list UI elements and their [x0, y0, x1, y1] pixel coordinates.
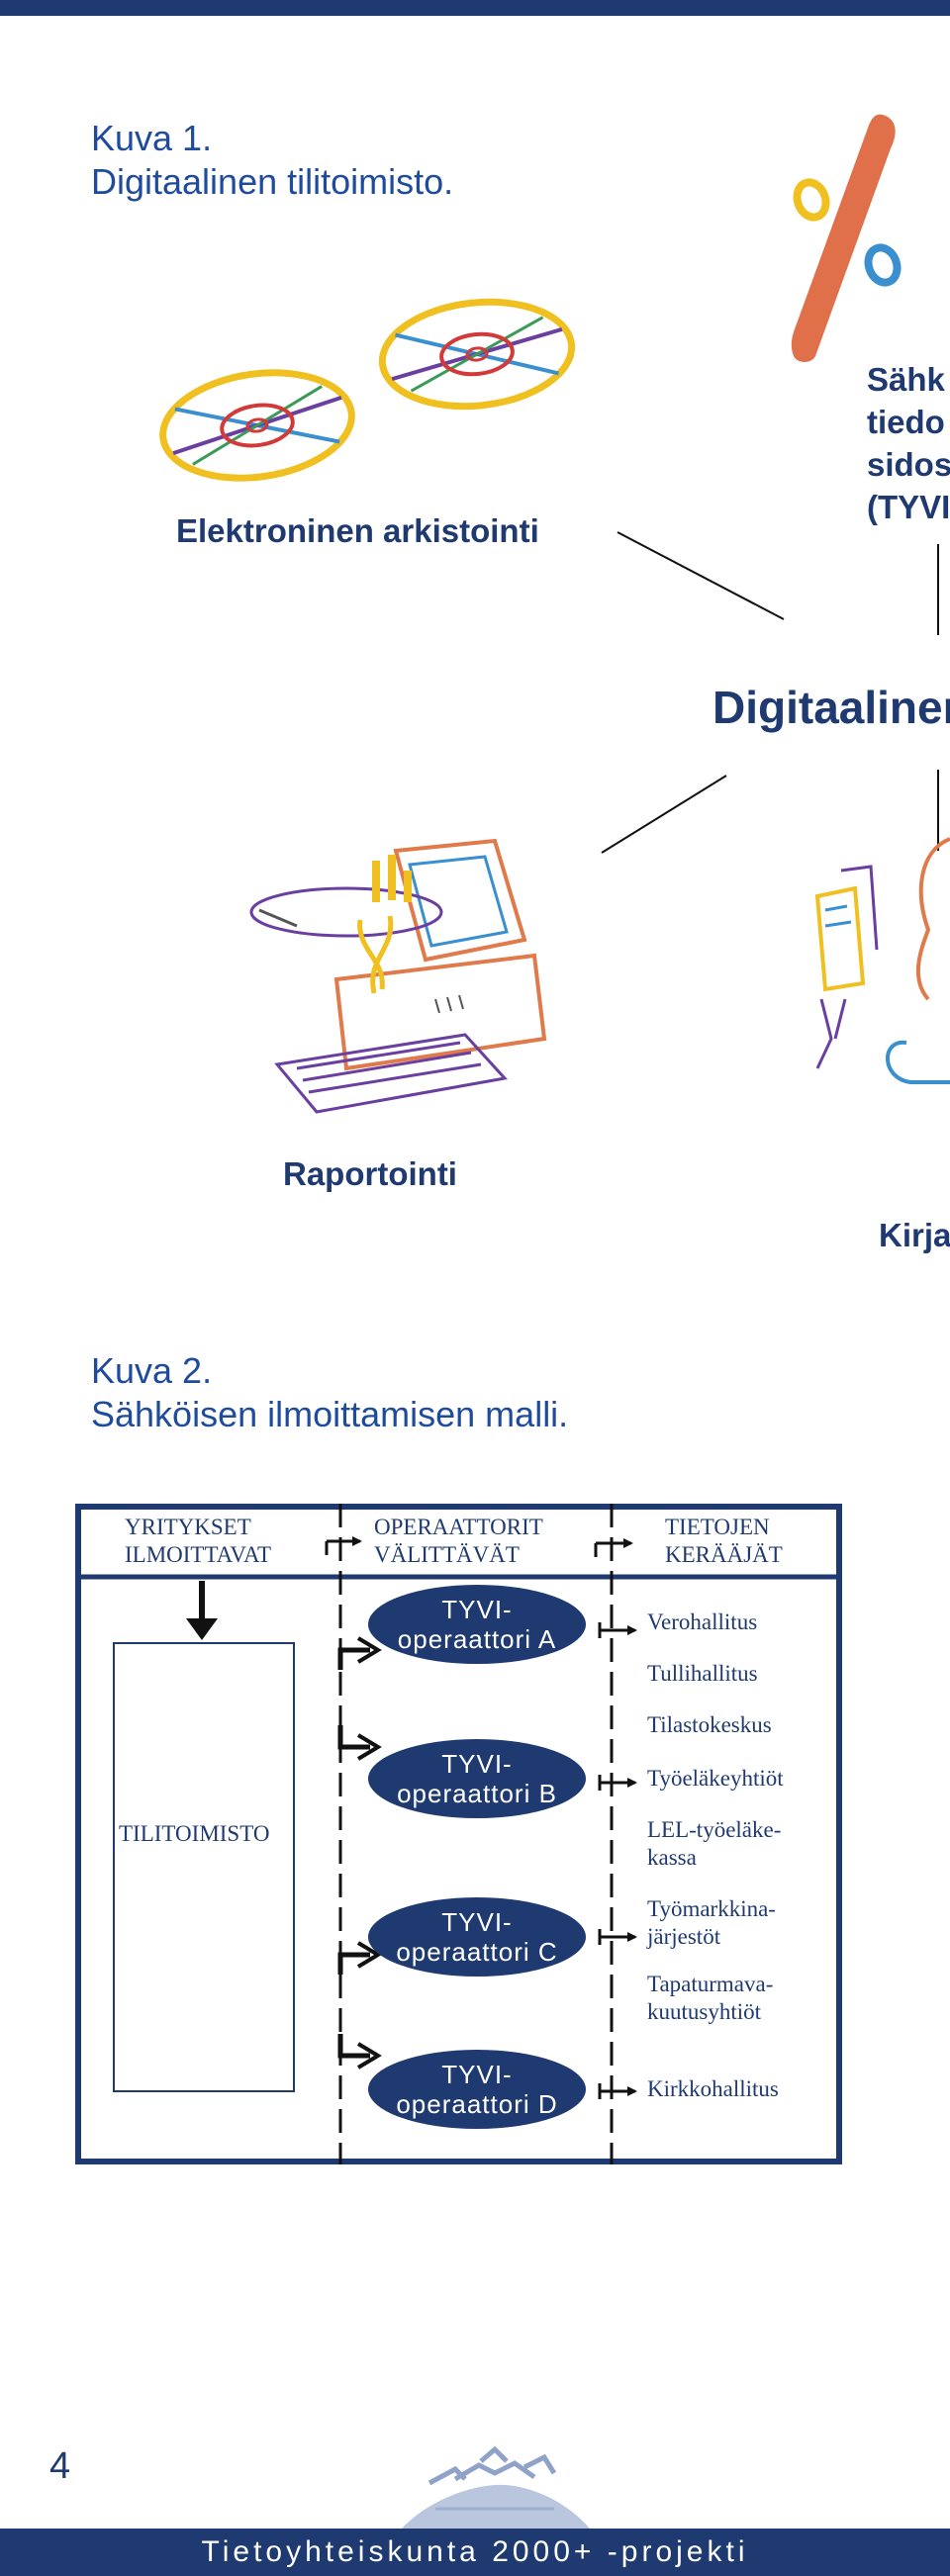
receiver-item: Tullihallitus: [647, 1660, 758, 1688]
operator-line2: operaattori C: [396, 1937, 558, 1967]
receiver-line1: Kirkkohallitus: [647, 2076, 779, 2101]
receiver-item: Työeläkeyhtiöt: [647, 1765, 784, 1793]
figure1-title-line1: Kuva 1.: [91, 118, 213, 158]
column-header-collectors: TIETOJEN KERÄÄJÄT: [665, 1514, 783, 1569]
project-logo-icon: [402, 2445, 590, 2529]
column-header-line1: TIETOJEN: [665, 1515, 770, 1539]
operator-line2: operaattori B: [397, 1779, 557, 1808]
column-header-line2: VÄLITTÄVÄT: [374, 1542, 520, 1567]
receiver-line2: kassa: [647, 1845, 697, 1870]
label-right-line4: (TYVI: [867, 489, 950, 525]
operator-line1: TYVI-: [441, 1749, 513, 1779]
reporting-model-frame: [75, 1504, 842, 2164]
operator-line1: TYVI-: [441, 1907, 513, 1937]
label-digital-center: Digitaalinen: [712, 682, 950, 733]
figure1-connectors: [601, 531, 939, 854]
operator-line2: operaattori D: [396, 2089, 558, 2119]
label-bottom-right-cropped: Kirja: [879, 1217, 950, 1253]
reporting-model-lines: [75, 1504, 842, 2164]
label-electronic-archiving: Elektroninen arkistointi: [176, 512, 539, 549]
receiver-line1: Tapaturmava-: [647, 1972, 774, 1996]
accounting-office-label: TILITOIMISTO: [119, 1821, 270, 1846]
person-illustration-icon: [814, 837, 950, 1084]
receiver-line2: kuutusyhtiöt: [647, 1999, 762, 2024]
label-right-line1: Sähk: [867, 361, 945, 398]
operator-b: TYVI- operaattori B: [368, 1739, 586, 1818]
computer-report-icon: [249, 838, 547, 1114]
operator-line1: TYVI-: [441, 2060, 513, 2089]
page-number: 4: [49, 2445, 71, 2487]
receiver-item: Tilastokeskus: [647, 1711, 772, 1739]
figure1-title: Kuva 1. Digitaalinen tilitoimisto.: [91, 117, 453, 204]
label-right-cropped: Sähk tiedo sidos (TYVI: [867, 358, 950, 528]
operator-d: TYVI- operaattori D: [368, 2050, 586, 2129]
figure2-title-line1: Kuva 2.: [91, 1350, 213, 1391]
operator-a: TYVI- operaattori A: [368, 1585, 586, 1664]
label-right-line2: tiedo: [867, 404, 945, 440]
footer-bar: Tietoyhteiskunta 2000+ -projekti: [0, 2529, 950, 2576]
receiver-item: Työmarkkina- järjestöt: [647, 1895, 776, 1951]
operator-line2: operaattori A: [397, 1624, 557, 1654]
receiver-item: Kirkkohallitus: [647, 2075, 779, 2103]
receiver-item: LEL-työeläke- kassa: [647, 1816, 781, 1872]
accounting-office-box: [113, 1642, 295, 2092]
label-reporting: Raportointi: [283, 1155, 457, 1192]
operator-c: TYVI- operaattori C: [368, 1897, 586, 1977]
receiver-line1: Verohallitus: [647, 1610, 758, 1634]
receiver-line1: Työmarkkina-: [647, 1896, 776, 1921]
receiver-line1: LEL-työeläke-: [647, 1817, 782, 1842]
receiver-line1: Tullihallitus: [647, 1661, 758, 1686]
receiver-line1: Työeläkeyhtiöt: [647, 1766, 784, 1791]
column-header-line2: KERÄÄJÄT: [665, 1542, 783, 1567]
figure2-title: Kuva 2. Sähköisen ilmoittamisen malli.: [91, 1349, 568, 1436]
column-header-line2: ILMOITTAVAT: [125, 1542, 272, 1567]
figure1-title-line2: Digitaalinen tilitoimisto.: [91, 161, 454, 202]
figure2-title-line2: Sähköisen ilmoittamisen malli.: [91, 1394, 569, 1434]
column-header-companies: YRITYKSET ILMOITTAVAT: [125, 1514, 271, 1569]
label-right-line3: sidos: [867, 446, 950, 483]
column-header-line1: OPERAATTORIT: [374, 1515, 543, 1539]
column-header-operators: OPERAATTORIT VÄLITTÄVÄT: [374, 1514, 543, 1569]
receiver-item: Verohallitus: [647, 1609, 757, 1636]
column-header-line1: YRITYKSET: [125, 1515, 251, 1539]
operator-line1: TYVI-: [441, 1595, 513, 1624]
percent-icon: [791, 114, 902, 362]
receiver-line2: järjestöt: [647, 1924, 721, 1949]
receiver-line1: Tilastokeskus: [647, 1712, 772, 1737]
receiver-item: Tapaturmava- kuutusyhtiöt: [647, 1971, 773, 2026]
footer-project-name: Tietoyhteiskunta 2000+ -projekti: [201, 2535, 749, 2568]
top-bar: [0, 0, 950, 16]
cd-discs-icon: [159, 298, 576, 482]
